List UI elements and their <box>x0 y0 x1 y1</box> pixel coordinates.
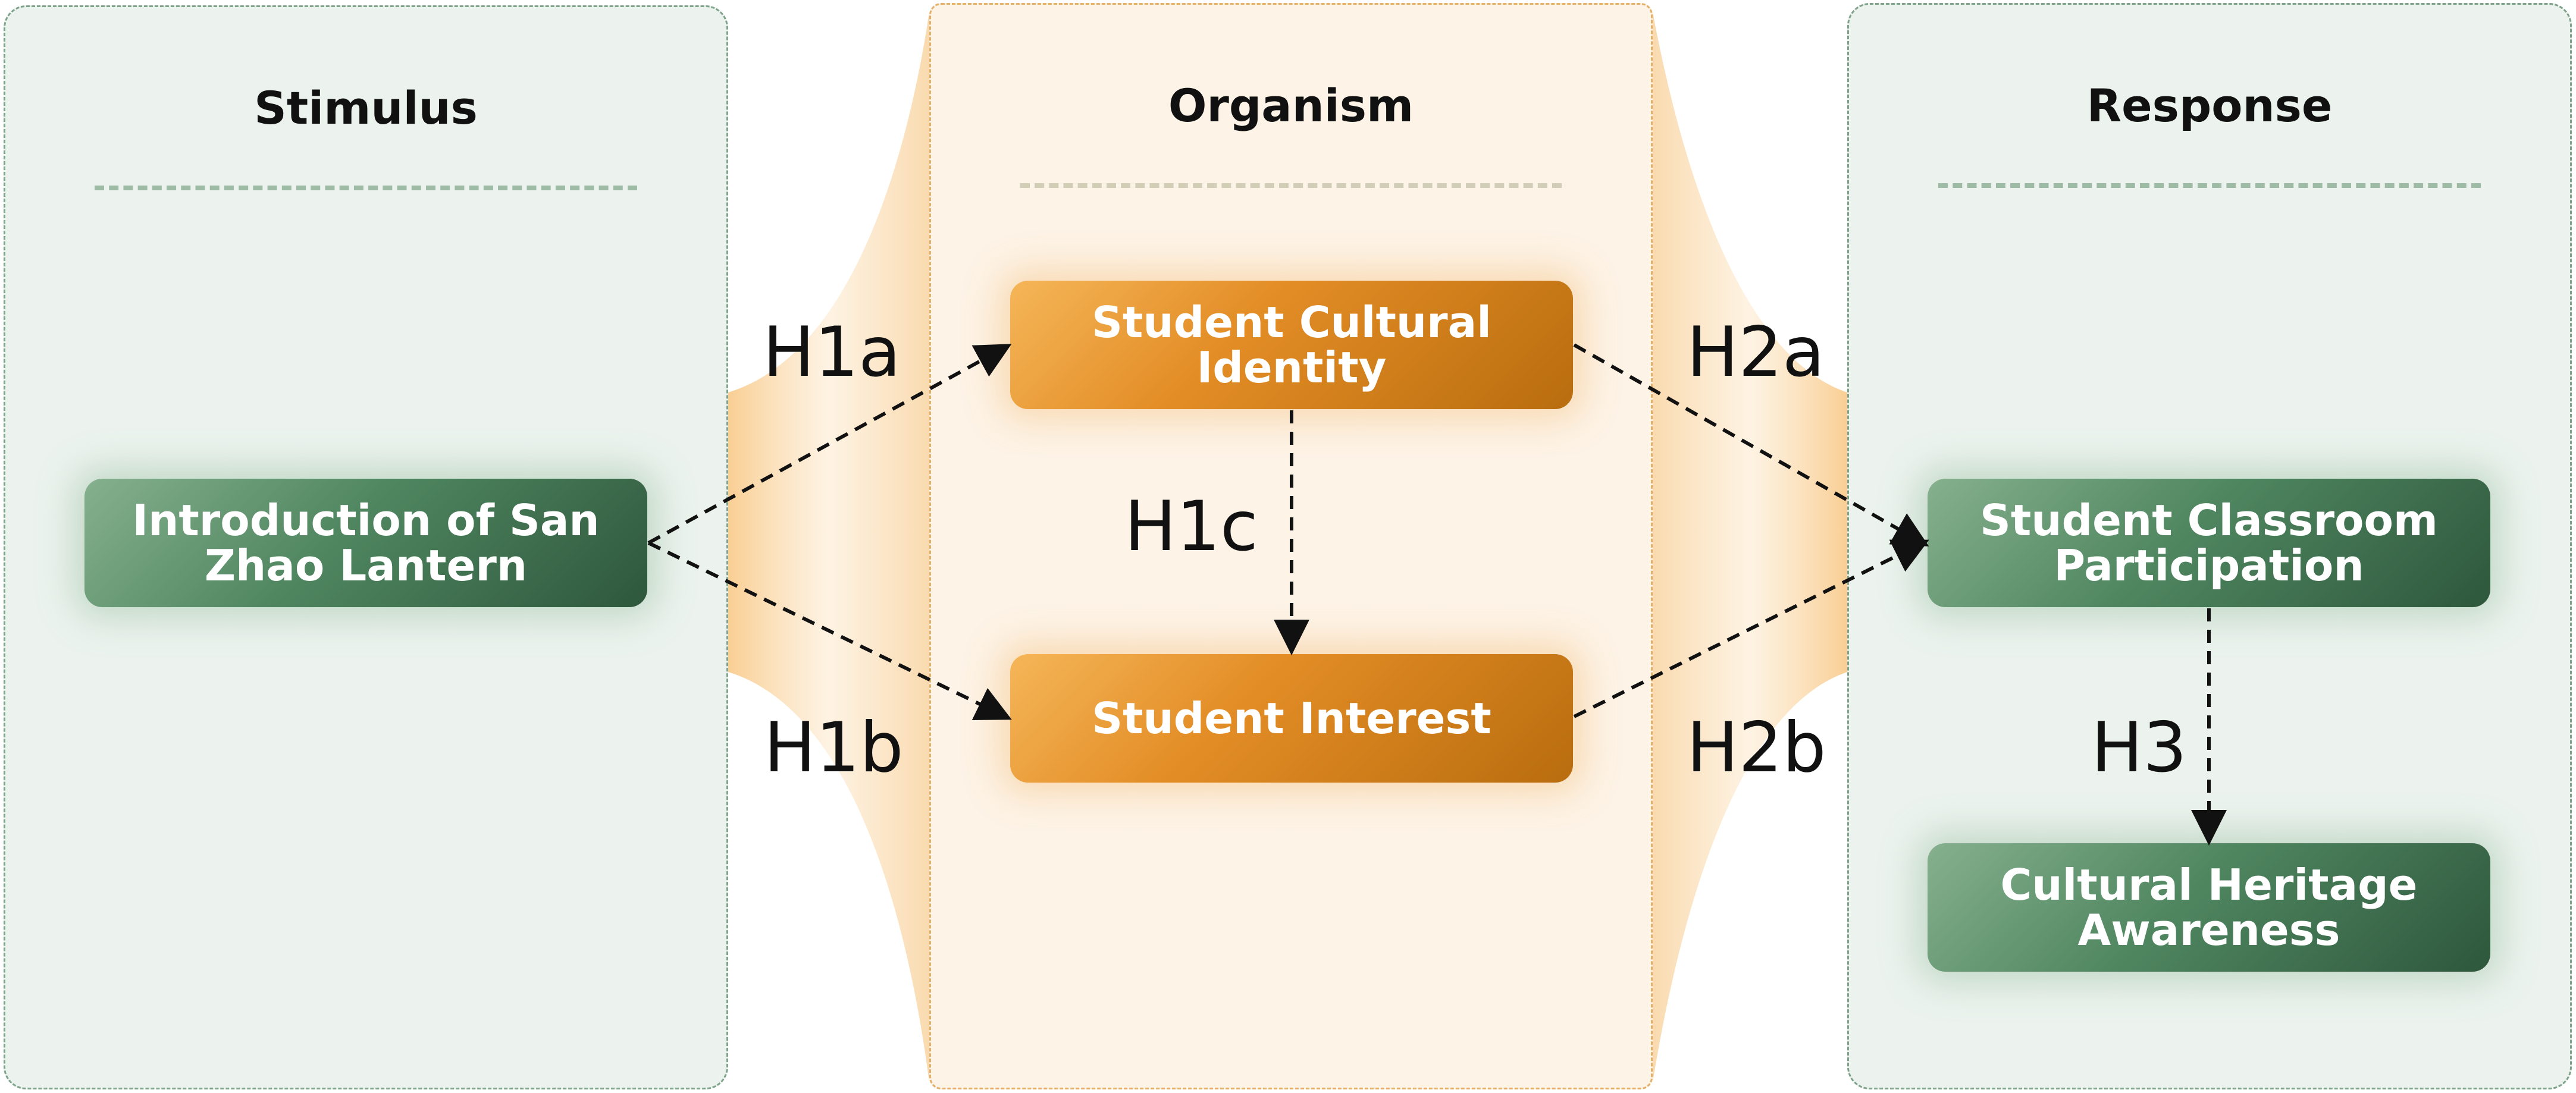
node-identity-line2: Identity <box>1196 343 1387 392</box>
response-divider <box>1938 183 2481 188</box>
bridge-left <box>728 12 929 1082</box>
node-cultural-heritage-awareness: Cultural Heritage Awareness <box>1928 843 2490 972</box>
organism-divider <box>1020 183 1562 188</box>
node-student-classroom-participation: Student Classroom Participation <box>1928 479 2490 607</box>
stimulus-divider <box>95 186 637 190</box>
arrow-h1a <box>647 344 1012 545</box>
node-heritage-line1: Cultural Heritage <box>2000 860 2418 910</box>
hypothesis-label-h1b: H1b <box>764 708 904 788</box>
arrow-h2b <box>1573 539 1929 718</box>
hypothesis-label-h2a: H2a <box>1687 312 1825 392</box>
node-participation-line2: Participation <box>2054 541 2364 591</box>
hypothesis-label-h3: H3 <box>2091 708 2188 788</box>
hypothesis-label-h2b: H2b <box>1687 708 1826 788</box>
stimulus-title: Stimulus <box>254 81 478 134</box>
node-participation-line1: Student Classroom <box>1980 495 2438 545</box>
arrow-h2a <box>1573 343 1929 546</box>
node-introduction-of-san-zhao-lantern: Introduction of San Zhao Lantern <box>84 479 647 607</box>
node-interest-line1: Student Interest <box>1092 693 1491 743</box>
arrow-h1b <box>647 541 1012 720</box>
hypothesis-label-h1c: H1c <box>1124 486 1258 567</box>
organism-title: Organism <box>1168 79 1414 132</box>
response-title: Response <box>2086 79 2333 132</box>
node-introduction-line1: Introduction of San <box>132 495 600 545</box>
node-introduction-line2: Zhao Lantern <box>204 541 528 591</box>
node-student-interest: Student Interest <box>1010 654 1573 783</box>
node-student-cultural-identity: Student Cultural Identity <box>1010 281 1573 409</box>
hypothesis-label-h1a: H1a <box>763 312 901 392</box>
node-heritage-line2: Awareness <box>2077 905 2340 955</box>
node-identity-line1: Student Cultural <box>1092 297 1491 347</box>
bridge-right <box>1653 12 1847 1082</box>
